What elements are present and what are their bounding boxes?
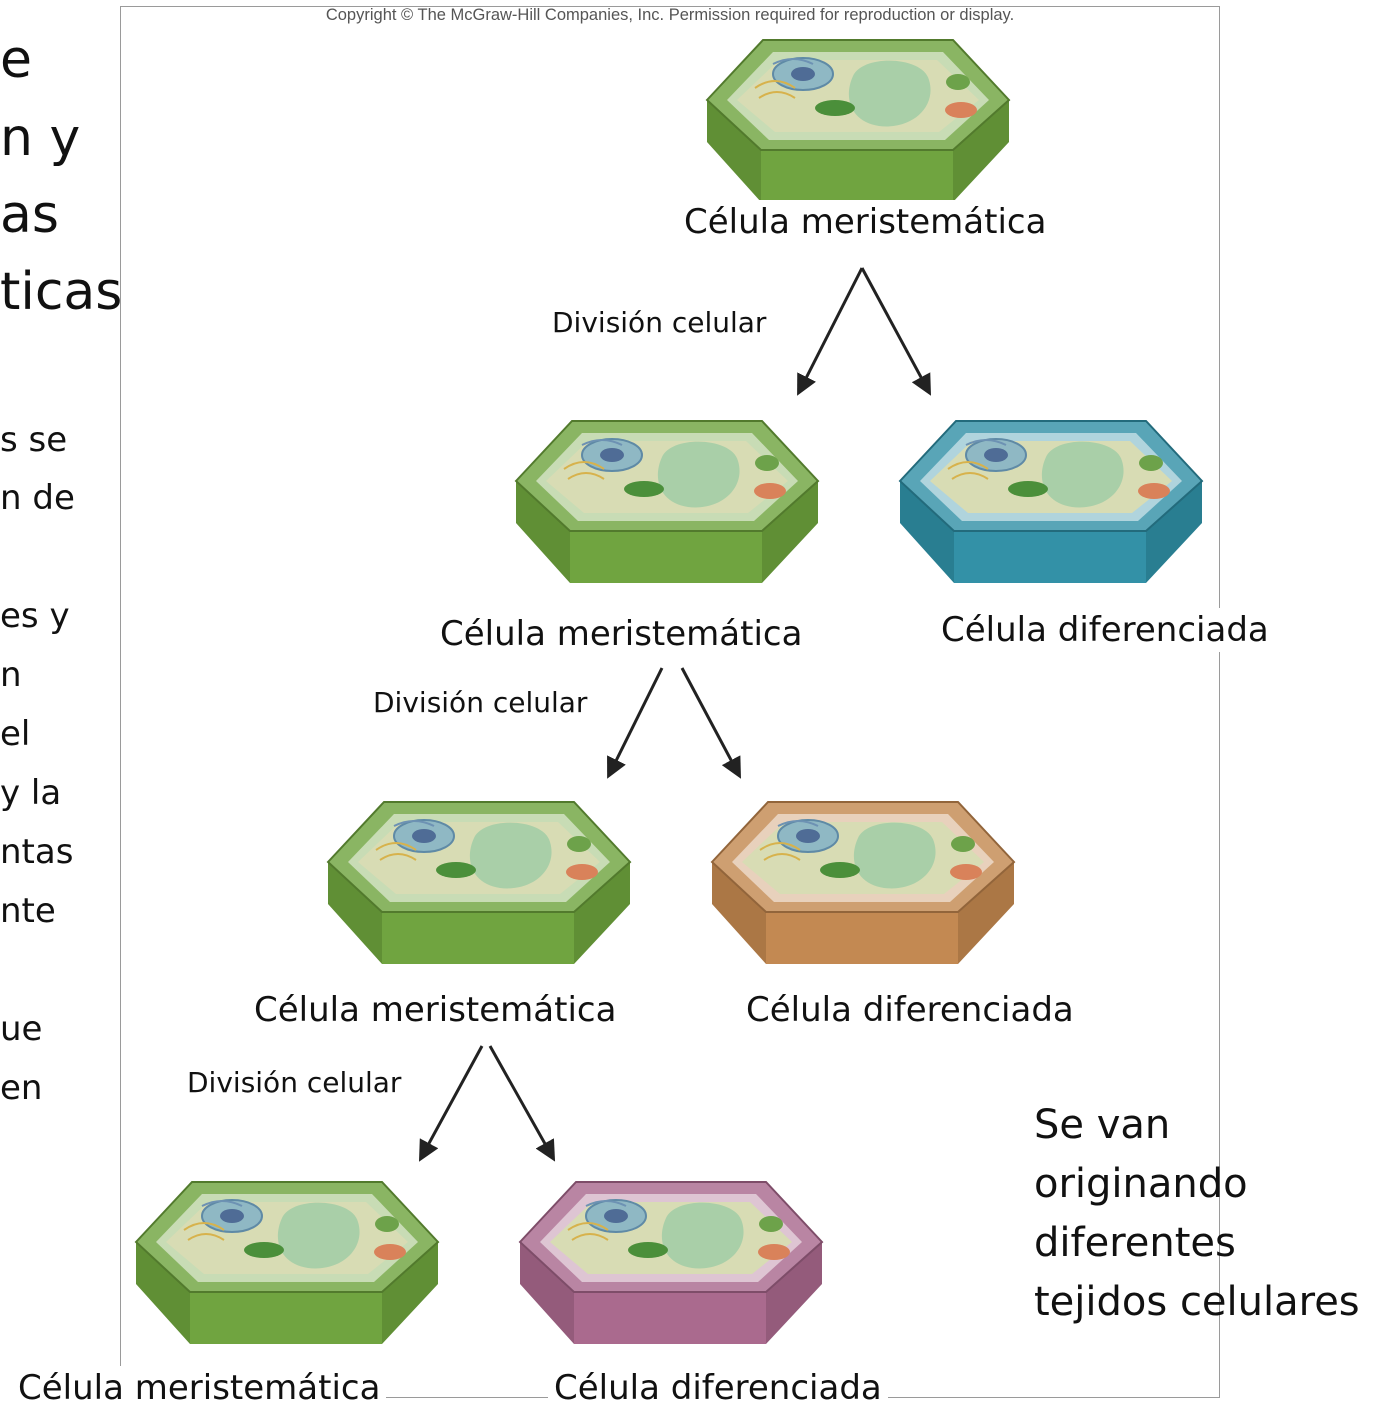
division-label-3: División celular [181,1064,408,1102]
arrow-level3-left [418,1045,484,1162]
differentiated-label-2: Célula diferenciada [740,988,1080,1032]
arrow-level2-right [680,667,741,779]
division-label-2: División celular [367,684,594,722]
copyright-notice: Copyright © The McGraw-Hill Companies, I… [325,6,1015,24]
slide-body-line-2: n de [0,478,75,518]
division-label-1: División celular [546,304,773,342]
slide-body-line-8: nte [0,891,56,931]
cell-level2-meristematic [326,801,632,964]
arrow-level3-right [488,1045,556,1162]
cell-level3-differentiated [518,1181,824,1344]
cell-level3-meristematic [134,1181,440,1344]
arrow-level2-left [607,667,664,779]
slide-body-line-9: ue [0,1009,43,1049]
meristematic-label-3: Célula meristemática [12,1366,387,1410]
tissue-note-line-4: tejidos celulares [1034,1279,1360,1325]
slide-title-line-2: n y [0,108,81,168]
slide-body-line-5: el [0,714,31,754]
tissue-note-line-1: Se van [1034,1102,1171,1148]
cell-level1-differentiated [898,420,1204,583]
tissue-note-line-2: originando [1034,1161,1248,1207]
tissue-note: Se van originando diferentes tejidos cel… [1034,1096,1374,1332]
meristematic-label-2: Célula meristemática [248,988,623,1032]
slide-body-line-7: ntas [0,832,74,872]
slide-body-line-6: y la [0,773,62,813]
slide-body-line-10: en [0,1068,43,1108]
arrow-level1-left [797,267,864,396]
tissue-note-line-3: diferentes [1034,1220,1236,1266]
slide-title-line-4: ticas [0,262,123,322]
cell-level2-differentiated [710,801,1016,964]
differentiated-label-3: Célula diferenciada [548,1366,888,1410]
slide-body-line-1: s se [0,420,68,460]
slide-body-line-3: es y [0,596,70,636]
meristematic-label-1: Célula meristemática [434,612,809,656]
cell-top-meristematic [705,39,1011,202]
slide-body-line-4: n [0,655,22,695]
slide-title-line-1: e [0,30,32,90]
slide-title-line-3: as [0,185,59,245]
differentiated-label-1: Célula diferenciada [935,608,1275,652]
cell-level1-meristematic [514,420,820,583]
top-meristematic-label: Célula meristemática [678,200,1053,244]
arrow-level1-right [860,267,931,396]
